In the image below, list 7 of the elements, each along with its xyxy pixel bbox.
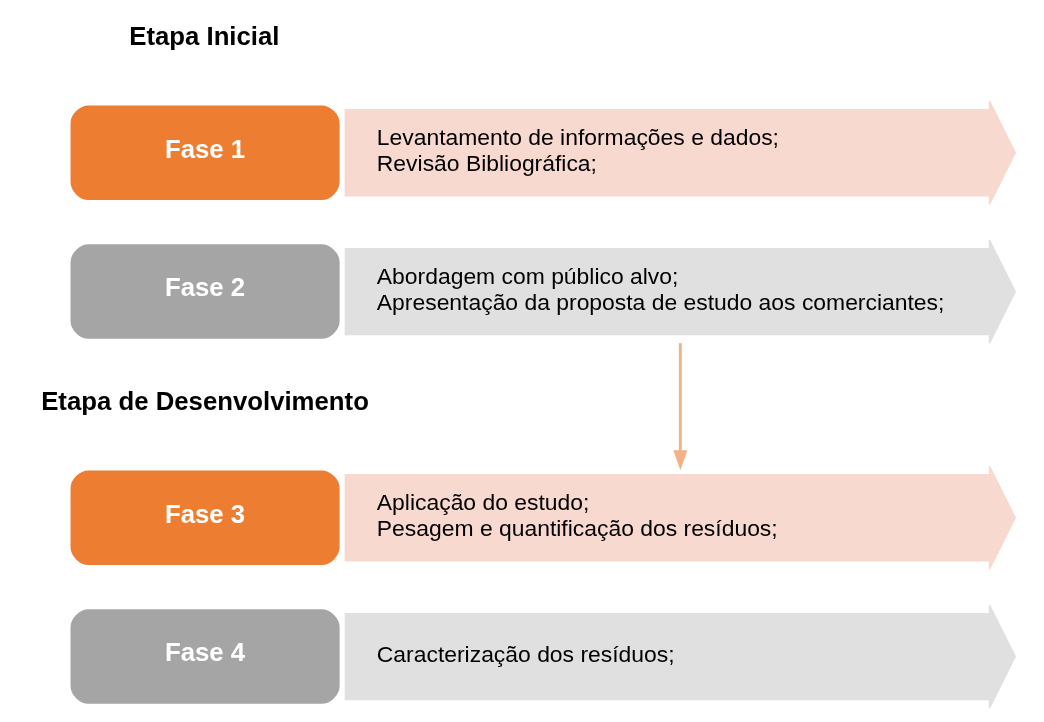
node-box: Fase 2 [70, 244, 340, 339]
label: Etapa Inicial [128, 21, 279, 50]
node-box: Fase 4 [70, 609, 340, 704]
arrow [672, 343, 687, 471]
node-box: Fase 3 [70, 470, 340, 565]
node-box: Fase 1 [70, 105, 340, 200]
label: Etapa de Desenvolvimento [40, 386, 369, 415]
